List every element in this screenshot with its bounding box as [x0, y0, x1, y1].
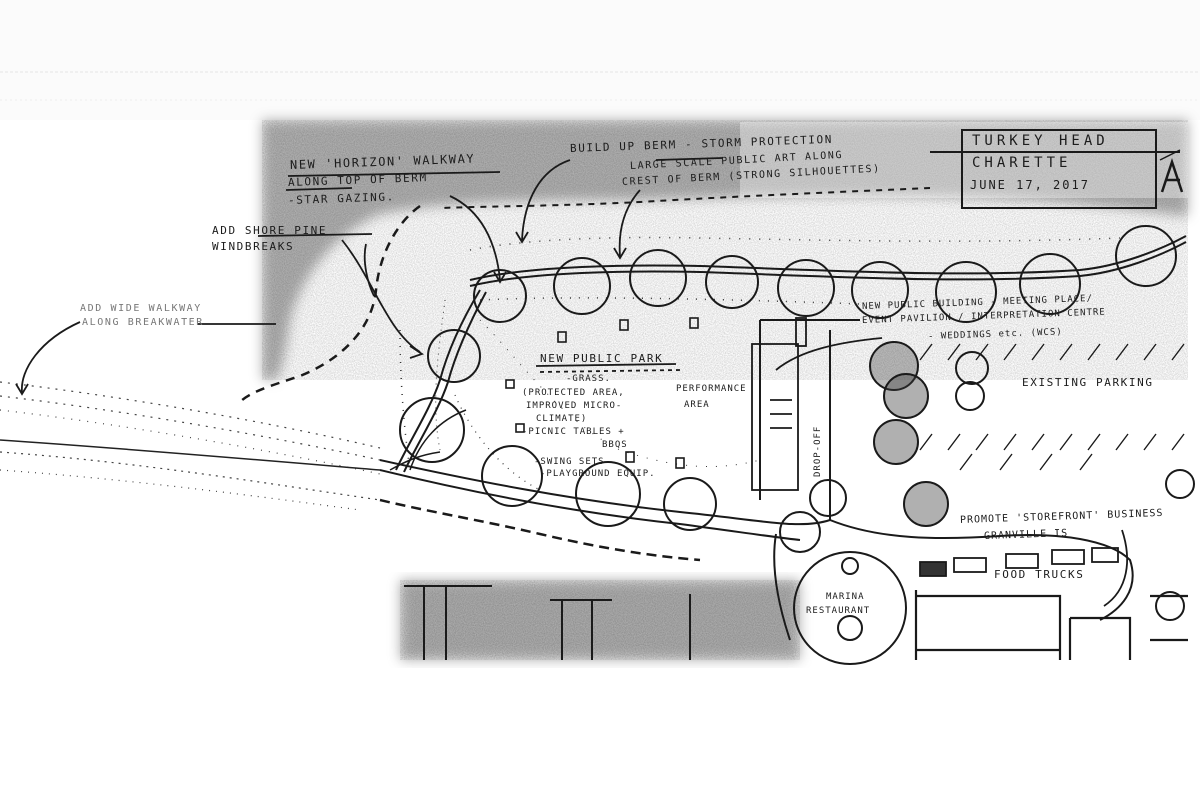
- leader-arrows: [15, 159, 1128, 607]
- tree: [955, 351, 989, 385]
- public-park-label: NEW PUBLIC PARK: [540, 352, 664, 365]
- tree: [629, 249, 687, 307]
- park-note: IMPROVED MICRO-: [526, 401, 623, 411]
- park-note: -PLAYGROUND EQUIP.: [540, 469, 656, 479]
- performance-area-label: PERFORMANCE: [676, 384, 747, 394]
- park-note: -SWING SETS: [534, 457, 605, 467]
- park-note: (PROTECTED AREA,: [522, 388, 625, 398]
- performance-structure: [751, 317, 807, 491]
- horizon-walkway: [395, 235, 1187, 473]
- existing-parking-label: EXISTING PARKING: [1022, 376, 1154, 389]
- tree: [873, 419, 919, 465]
- tree: [1019, 253, 1081, 315]
- tree: [663, 477, 717, 531]
- tree: [851, 261, 909, 319]
- tree: [399, 397, 465, 463]
- title-block: [930, 129, 1184, 209]
- park-note: CLIMATE): [536, 414, 588, 424]
- parking-hatching: [919, 343, 1185, 471]
- title-block-line-2: CHARETTE: [972, 155, 1072, 171]
- performance-area-label: AREA: [684, 400, 710, 410]
- food-trucks: [919, 547, 1119, 577]
- berm-stipple: [399, 236, 1121, 491]
- breakwater-walkway-label: ALONG BREAKWATER: [82, 317, 204, 328]
- tree: [935, 261, 997, 323]
- food-trucks-label: FOOD TRUCKS: [994, 568, 1085, 581]
- tree: [809, 479, 847, 517]
- tree: [779, 511, 821, 553]
- tree: [481, 445, 543, 507]
- shore-pine-label: ADD SHORE PINE: [212, 224, 328, 237]
- tree: [903, 481, 949, 527]
- title-block-line-1: TURKEY HEAD: [972, 133, 1109, 149]
- marina-restaurant-label: MARINA: [826, 592, 865, 602]
- tree: [1155, 591, 1185, 621]
- tree: [955, 381, 985, 411]
- picnic-tables: [505, 317, 699, 469]
- tree: [473, 269, 527, 323]
- shoreline: [239, 187, 931, 562]
- tree: [1115, 225, 1177, 287]
- ocean-shading: [262, 120, 1188, 380]
- marina-water-shading: [400, 580, 800, 660]
- tree: [1165, 469, 1195, 499]
- tree: [869, 341, 919, 391]
- tree: [553, 257, 611, 315]
- shore-pine-label: WINDBREAKS: [212, 240, 295, 253]
- roads: [379, 319, 1134, 641]
- park-note: BBQS: [602, 440, 628, 450]
- marina-restaurant-label: RESTAURANT: [806, 606, 871, 616]
- drop-off-label: DROP-OFF: [813, 425, 823, 477]
- buildings: [914, 590, 1188, 660]
- annotation-underlines: [198, 157, 723, 373]
- docks: [404, 585, 691, 660]
- breakwater-walkway-label: ADD WIDE WALKWAY: [80, 303, 202, 314]
- tree: [705, 255, 759, 309]
- park-note: -PICNIC TABLES +: [522, 427, 625, 437]
- title-block-date: JUNE 17, 2017: [970, 178, 1090, 192]
- breakwater: [0, 381, 381, 511]
- marina-restaurant: [793, 551, 907, 665]
- storefront-label: GRANVILLE IS: [983, 528, 1069, 542]
- tree: [883, 373, 929, 419]
- tree: [427, 329, 481, 383]
- tree: [575, 461, 641, 527]
- trees: [389, 225, 1195, 621]
- tree: [777, 259, 835, 317]
- park-note: -GRASS.: [566, 374, 611, 384]
